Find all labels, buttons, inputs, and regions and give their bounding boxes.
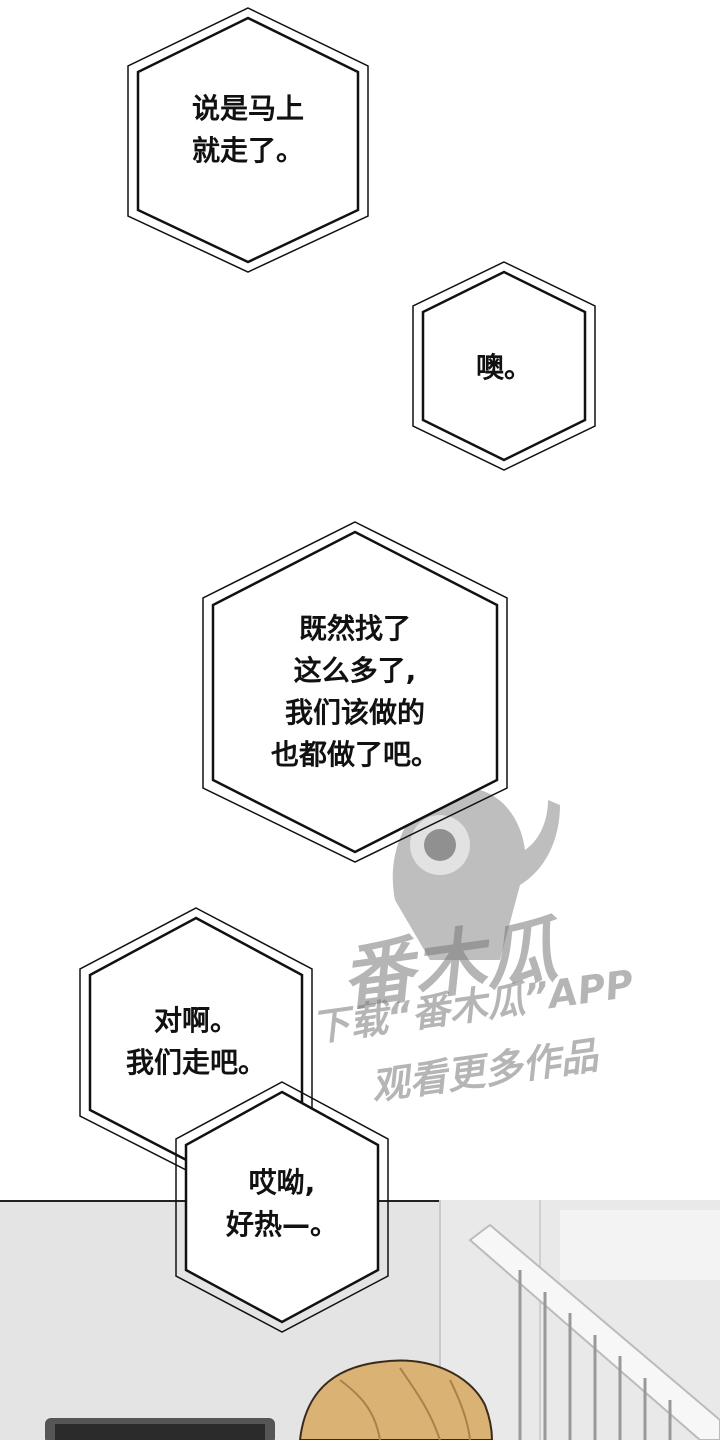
bubble-line: 我们该做的 xyxy=(284,696,425,729)
bubble-line: 既然找了 xyxy=(298,612,411,645)
mascot-icon xyxy=(392,788,560,960)
bubble-line: 好热—。 xyxy=(225,1208,338,1241)
bubble-line: 噢。 xyxy=(475,351,532,384)
bubble-line: 哎呦, xyxy=(248,1166,316,1199)
bubble-line: 也都做了吧。 xyxy=(270,738,439,771)
hexagon-bubble-5 xyxy=(175,1081,389,1333)
bubble-line: 说是马上 xyxy=(191,92,304,125)
bubble-2-text: 噢。 xyxy=(434,347,574,389)
hexagon-bubble-1 xyxy=(127,7,369,273)
hexagon-bubble-3 xyxy=(202,521,508,863)
bubble-4-text: 对啊。 我们走吧。 xyxy=(100,1000,292,1084)
bubble-line: 就走了。 xyxy=(191,134,304,167)
bubble-line: 这么多了, xyxy=(293,654,417,687)
character-hair xyxy=(298,1359,494,1440)
bubble-1-text: 说是马上 就走了。 xyxy=(148,88,348,172)
bubble-line: 我们走吧。 xyxy=(125,1046,266,1079)
window-pane xyxy=(560,1210,720,1280)
hexagon-bubble-2 xyxy=(412,261,596,471)
stair-railing xyxy=(468,1223,720,1440)
bubble-line: 对啊。 xyxy=(153,1004,238,1037)
bubble-5-text: 哎呦, 好热—。 xyxy=(196,1162,368,1246)
bubble-3-text: 既然找了 这么多了, 我们该做的 也都做了吧。 xyxy=(225,608,485,776)
laptop xyxy=(45,1418,275,1440)
